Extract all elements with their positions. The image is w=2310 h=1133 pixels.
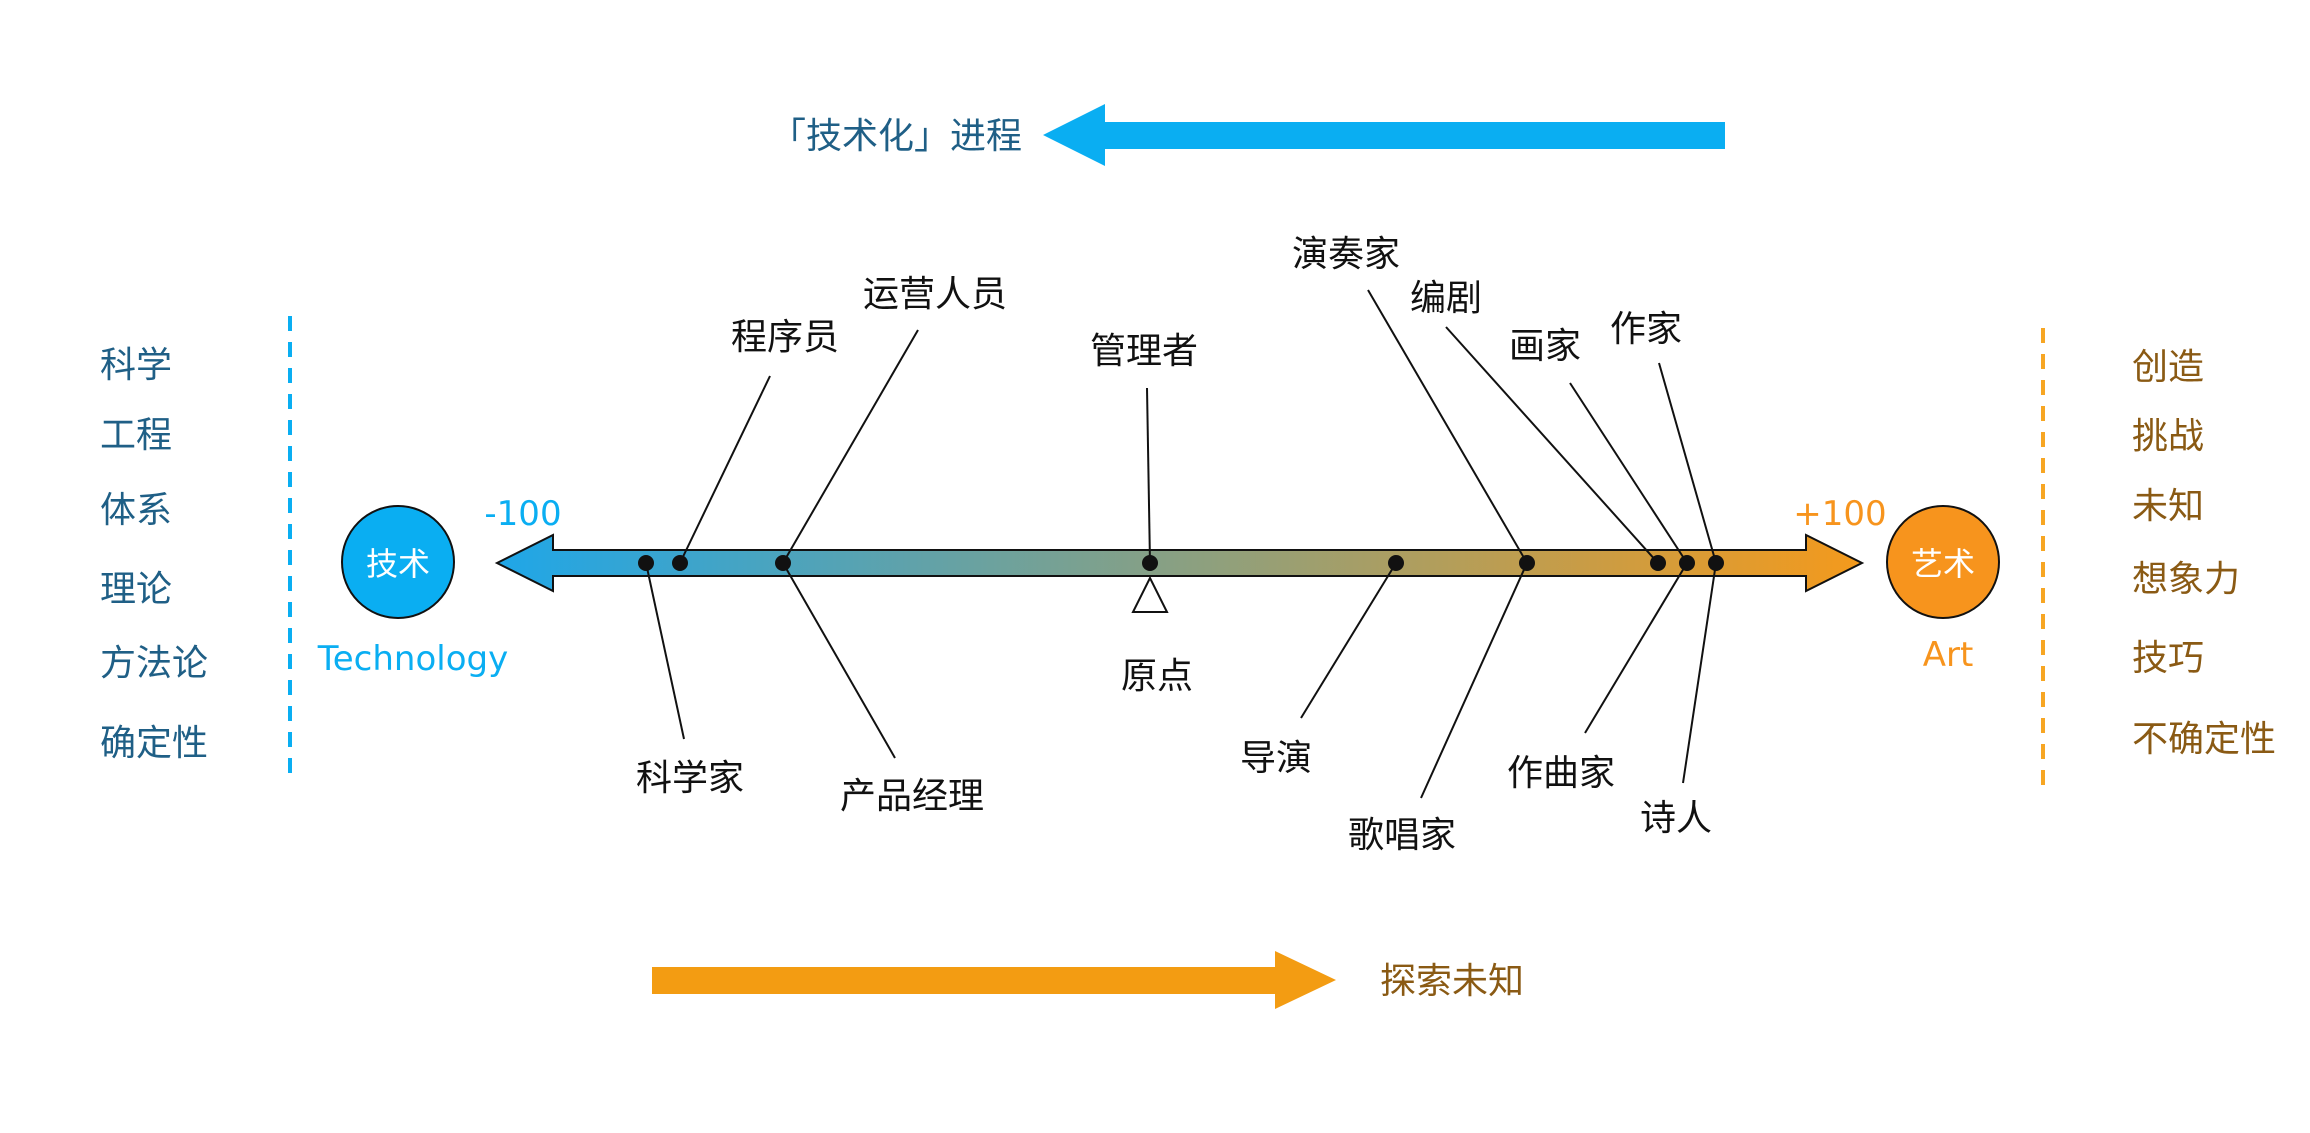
writer-leader-line: [1658, 362, 1717, 564]
operations-label: 运营人员: [863, 274, 1007, 315]
programmer-leader-line: [679, 375, 771, 564]
technology-circle-text: 技术: [366, 545, 430, 583]
right-trait-item: 想象力: [2132, 559, 2240, 600]
technology-circle: [341, 505, 455, 619]
singer-label: 歌唱家: [1348, 815, 1456, 856]
product-manager-label: 产品经理: [840, 776, 984, 817]
performer-leader-line: [1367, 289, 1528, 564]
right-trait-item: 不确定性: [2132, 719, 2276, 760]
painter-leader-line: [1569, 382, 1688, 564]
screenwriter-position-dot: [1650, 555, 1666, 571]
art-circle: [1886, 505, 2000, 619]
manager-label: 管理者: [1090, 331, 1198, 372]
director-position-dot: [1388, 555, 1404, 571]
top-flow-arrow: [1043, 104, 1725, 166]
origin-label: 原点: [1121, 656, 1193, 697]
operations-position-dot: [775, 555, 791, 571]
technology-caption: Technology: [317, 639, 508, 679]
director-leader-line: [1300, 562, 1397, 719]
manager-leader-line: [1146, 387, 1151, 564]
painter-label: 画家: [1509, 326, 1581, 367]
right-trait-item: 技巧: [2132, 638, 2204, 679]
art-circle-text: 艺术: [1911, 545, 1975, 583]
writer-label: 作家: [1610, 309, 1682, 350]
painter-position-dot: [1679, 555, 1695, 571]
art-caption: Art: [1923, 635, 1974, 675]
left-trait-item: 方法论: [100, 643, 208, 684]
poet-label: 诗人: [1640, 798, 1712, 839]
origin-triangle: [1131, 575, 1169, 613]
right-traits: 创造 挑战 未知 想象力 技巧 不确定性: [2132, 347, 2276, 760]
operations-leader-line: [782, 329, 919, 564]
programmer-label: 程序员: [731, 317, 839, 358]
top-flow: 「技术化」进程: [770, 104, 1725, 166]
scale-min-label: -100: [484, 494, 561, 534]
writer-position-dot: [1708, 555, 1724, 571]
left-trait-item: 理论: [100, 569, 172, 610]
manager-position-dot: [1142, 555, 1158, 571]
screenwriter-leader-line: [1445, 326, 1659, 564]
left-trait-item: 科学: [100, 345, 172, 386]
technology-pole: 技术 Technology -100: [317, 494, 562, 679]
left-traits: 科学 工程 体系 理论 方法论 确定性: [100, 345, 208, 764]
composer-label: 作曲家: [1507, 753, 1615, 794]
screenwriter-label: 编剧: [1410, 278, 1482, 319]
art-pole: 艺术 Art +100: [1793, 494, 2000, 675]
singer-leader-line: [1420, 562, 1528, 799]
left-trait-item: 确定性: [100, 723, 208, 764]
spectrum-axis: [494, 533, 1865, 593]
bottom-flow: 探索未知: [652, 951, 1524, 1009]
performer-label: 演奏家: [1292, 234, 1400, 275]
scientist-position-dot: [638, 555, 654, 571]
scale-max-label: +100: [1793, 494, 1886, 534]
left-trait-item: 工程: [100, 415, 172, 456]
product-manager-leader-line: [782, 562, 896, 759]
bottom-flow-label: 探索未知: [1380, 961, 1524, 1002]
scientist-leader-line: [645, 562, 685, 740]
right-trait-item: 创造: [2132, 347, 2204, 388]
right-trait-item: 挑战: [2132, 416, 2204, 457]
origin-marker: 原点: [1121, 575, 1193, 697]
top-flow-label: 「技术化」进程: [770, 116, 1022, 157]
performer-position-dot: [1519, 555, 1535, 571]
scientist-label: 科学家: [636, 758, 744, 799]
right-trait-item: 未知: [2132, 486, 2204, 527]
left-trait-item: 体系: [100, 490, 172, 531]
director-label: 导演: [1240, 738, 1312, 779]
composer-leader-line: [1584, 562, 1688, 734]
bottom-flow-arrow: [652, 951, 1336, 1009]
poet-leader-line: [1682, 562, 1717, 784]
programmer-position-dot: [672, 555, 688, 571]
